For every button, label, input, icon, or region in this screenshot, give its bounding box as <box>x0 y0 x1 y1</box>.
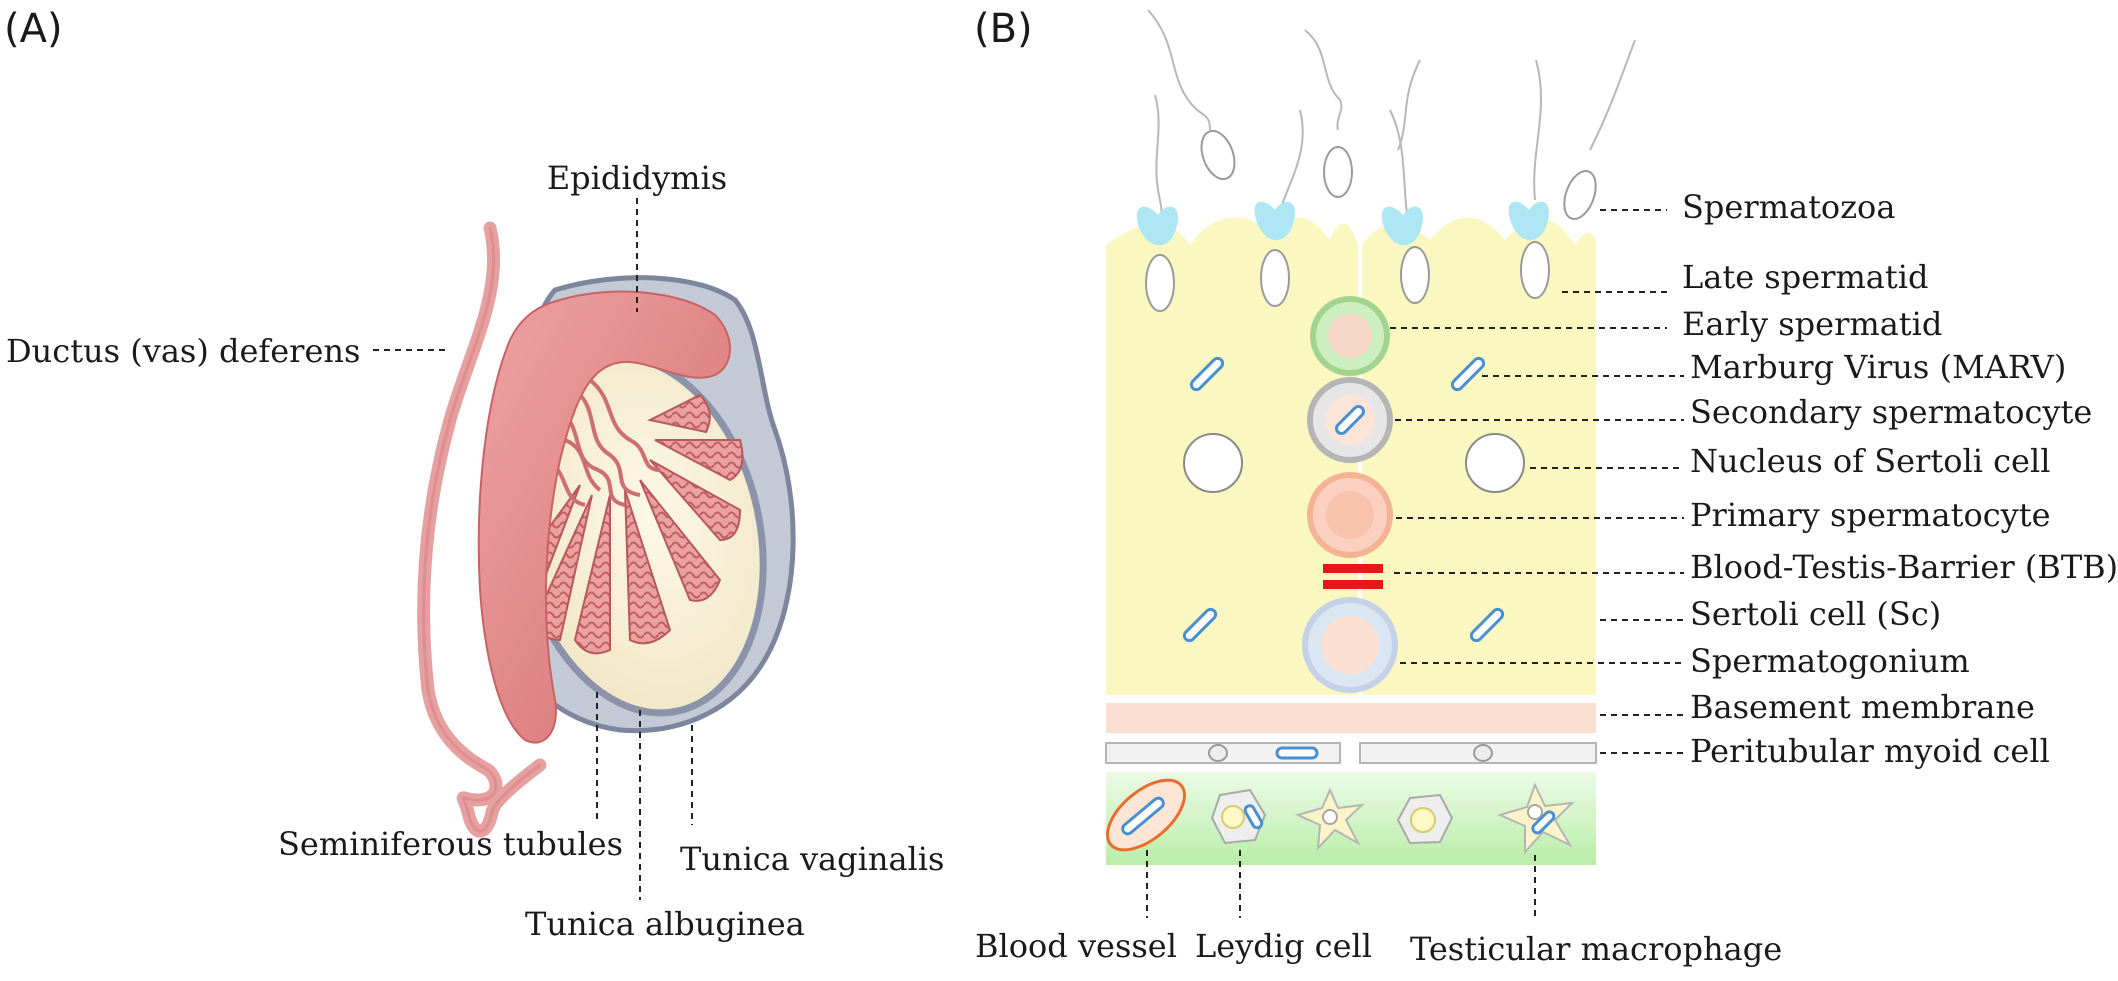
sertoli-nucleus-left <box>1183 433 1243 493</box>
marv-virions <box>1182 356 1505 643</box>
macrophage-shape-left <box>1295 787 1365 851</box>
label-marv: Marburg Virus (MARV) <box>1690 348 2066 386</box>
label-sertoli-cell: Sertoli cell (Sc) <box>1690 595 1941 633</box>
btb-bars <box>1323 564 1383 589</box>
leydig-cell-shape <box>1210 788 1267 845</box>
spermatogonium-cell <box>1302 597 1398 693</box>
label-seminiferous-tubules: Seminiferous tubules <box>278 825 623 863</box>
epididymis-shape <box>477 290 731 744</box>
leydig-cell-shape-2 <box>1396 793 1454 845</box>
label-sertoli-nucleus: Nucleus of Sertoli cell <box>1690 442 2050 480</box>
label-blood-vessel: Blood vessel <box>975 927 1177 965</box>
label-tunica-vaginalis: Tunica vaginalis <box>680 840 944 878</box>
label-epididymis: Epididymis <box>547 159 727 197</box>
label-leydig-cell: Leydig cell <box>1195 927 1372 965</box>
rete-network <box>544 378 661 507</box>
spermatozoa-heads <box>1200 129 1597 220</box>
macrophage-shape-right <box>1497 782 1575 855</box>
early-spermatid-cell <box>1310 296 1390 376</box>
label-testicular-macrophage: Testicular macrophage <box>1410 930 1782 968</box>
peritubular-myoid-cells <box>1105 742 1597 764</box>
sperm-tails <box>1147 9 1636 261</box>
label-peritubular-myoid-cell: Peritubular myoid cell <box>1690 732 2050 770</box>
label-spermatogonium: Spermatogonium <box>1690 642 1970 680</box>
testis-illustration <box>417 221 796 838</box>
panel-a-letter: (A) <box>4 6 63 52</box>
label-btb: Blood-Testis-Barrier (BTB) <box>1690 548 2118 586</box>
primary-spermatocyte-cell <box>1307 472 1393 558</box>
label-tunica-albuginea: Tunica albuginea <box>525 905 805 943</box>
label-primary-spermatocyte: Primary spermatocyte <box>1690 496 2051 534</box>
label-early-spermatid: Early spermatid <box>1682 305 1942 343</box>
panel-b-letter: (B) <box>974 6 1033 52</box>
secondary-spermatocyte-cell <box>1307 377 1393 463</box>
late-spermatids <box>1136 201 1550 312</box>
label-late-spermatid: Late spermatid <box>1682 258 1928 296</box>
label-secondary-spermatocyte: Secondary spermatocyte <box>1690 393 2092 431</box>
label-ductus-deferens: Ductus (vas) deferens <box>6 332 360 370</box>
basement-membrane-band <box>1106 703 1596 733</box>
sertoli-nucleus-right <box>1465 433 1525 493</box>
label-spermatozoa: Spermatozoa <box>1682 188 1895 226</box>
label-basement-membrane: Basement membrane <box>1690 688 2035 726</box>
blood-vessel-shape <box>1106 778 1186 852</box>
